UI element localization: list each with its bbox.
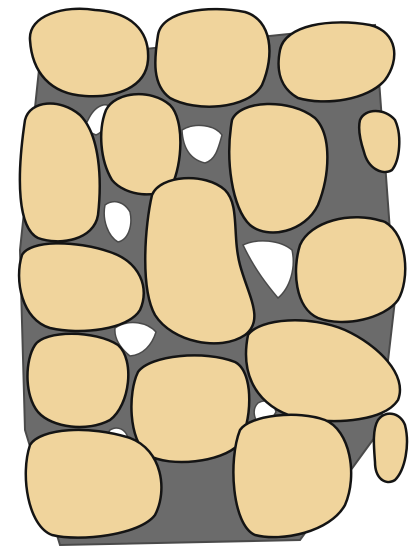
grain: [296, 217, 405, 322]
grain: [101, 94, 180, 194]
grain: [233, 415, 351, 537]
grain: [155, 9, 269, 107]
grain: [229, 104, 327, 233]
grain: [374, 414, 407, 482]
grain: [30, 9, 148, 96]
grain: [26, 430, 162, 538]
grain: [131, 355, 249, 462]
grain-outlines: [19, 9, 407, 538]
grain: [27, 334, 128, 427]
grain: [20, 104, 100, 242]
